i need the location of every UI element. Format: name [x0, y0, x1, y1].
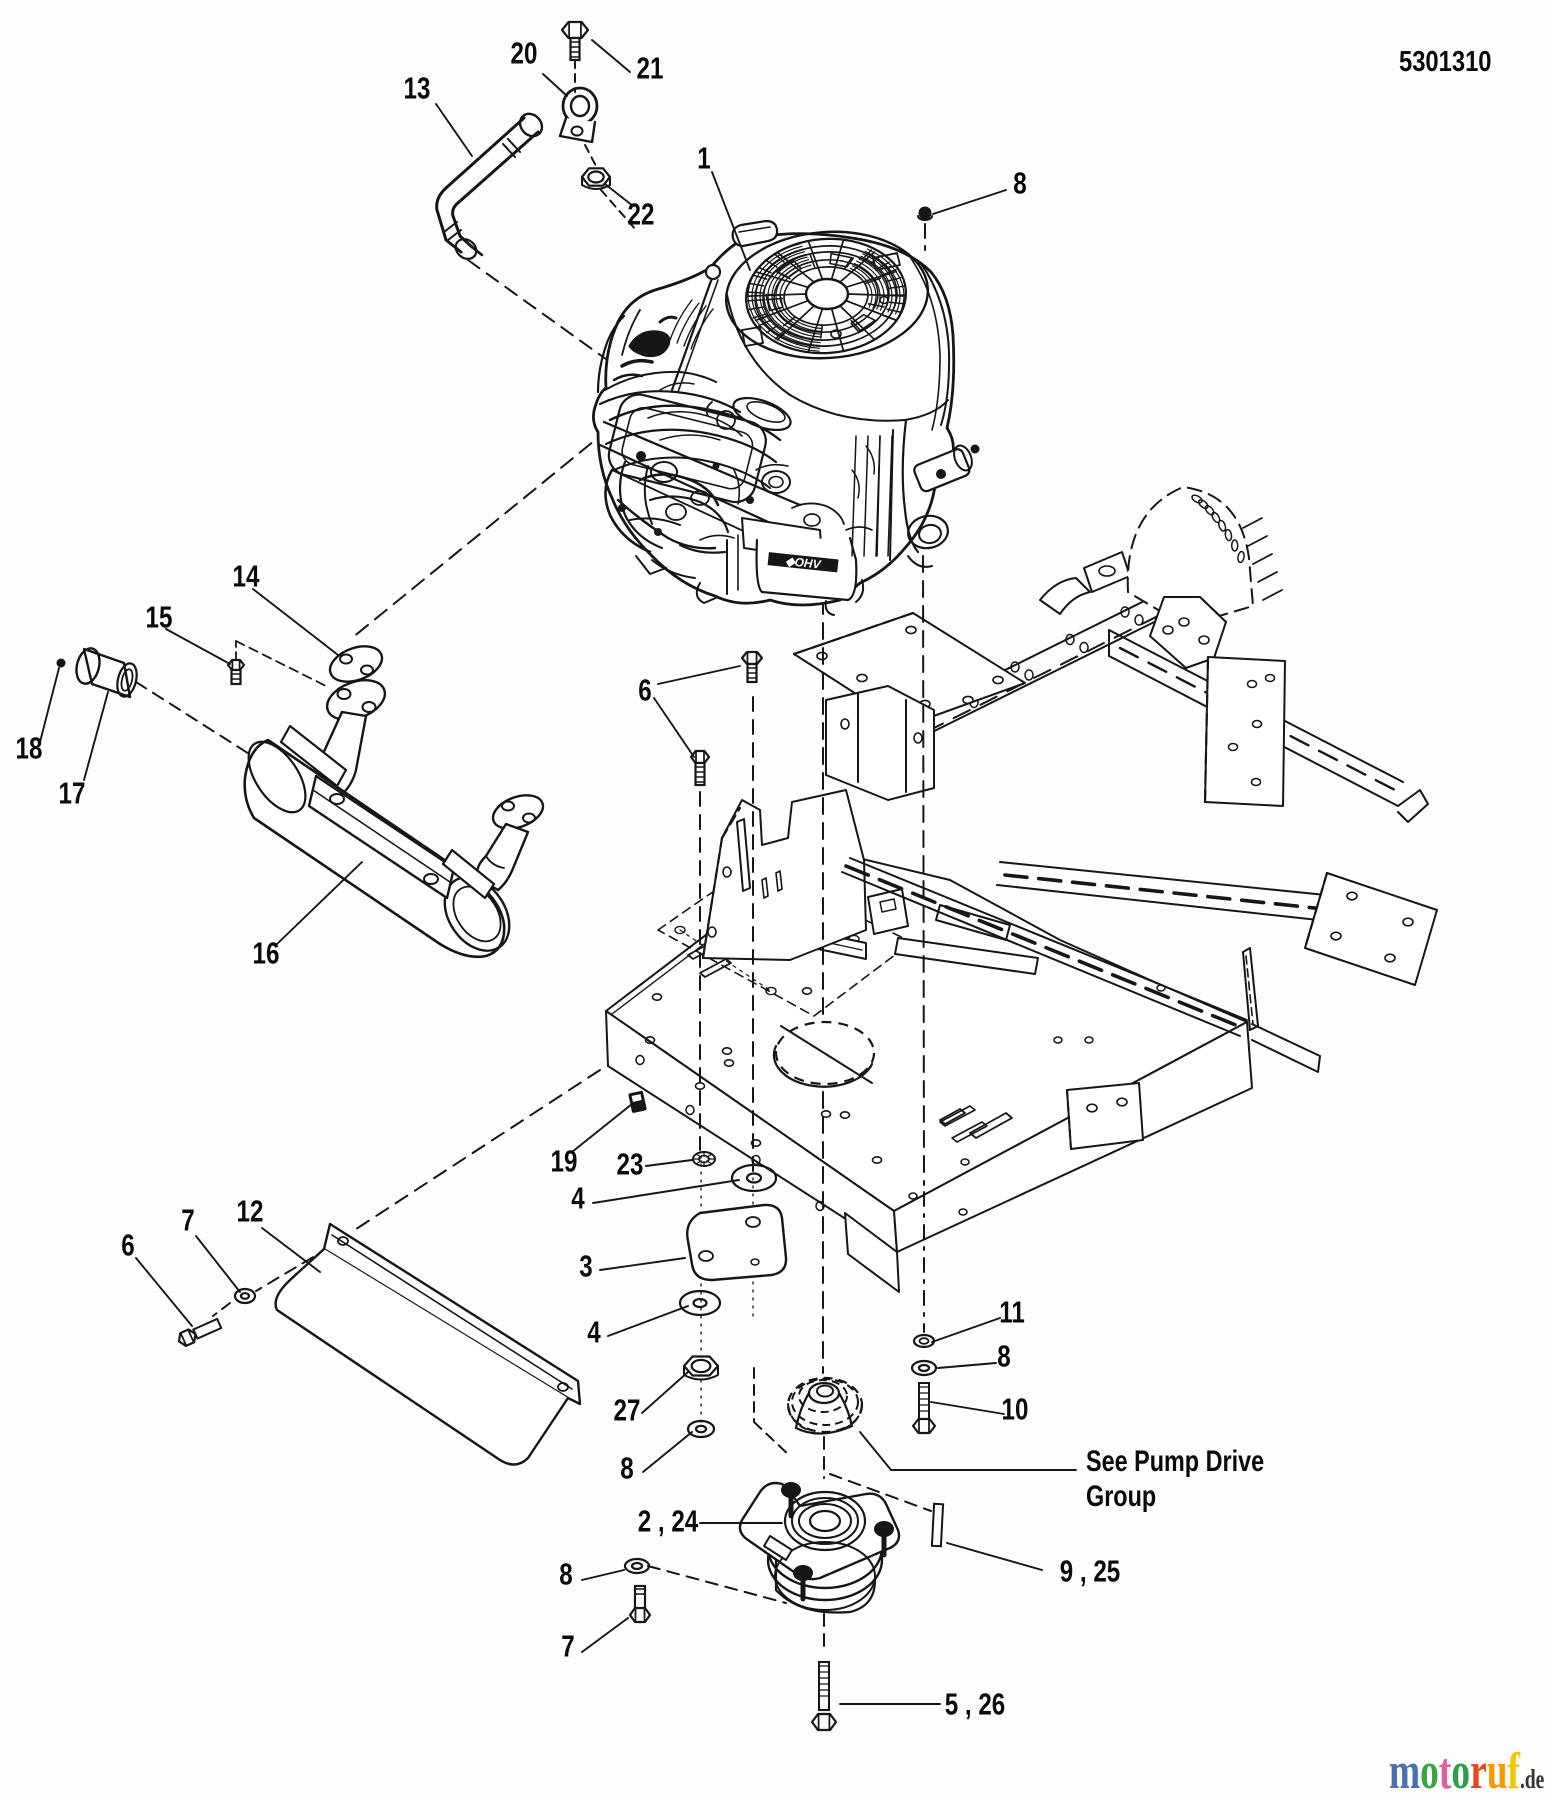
svg-text:12: 12: [237, 1194, 264, 1229]
svg-text:1: 1: [697, 141, 710, 176]
svg-text:Group: Group: [1086, 1479, 1156, 1512]
svg-text:4: 4: [587, 1315, 601, 1350]
svg-text:5 , 26: 5 , 26: [945, 1687, 1005, 1722]
svg-text:3: 3: [579, 1249, 592, 1284]
svg-text:22: 22: [628, 197, 655, 232]
svg-text:See Pump Drive: See Pump Drive: [1086, 1444, 1264, 1477]
svg-text:5301310: 5301310: [1399, 45, 1492, 78]
svg-text:11: 11: [999, 1295, 1025, 1330]
svg-text:27: 27: [614, 1393, 641, 1428]
svg-text:8: 8: [1013, 166, 1026, 201]
svg-text:17: 17: [59, 776, 86, 811]
svg-text:20: 20: [511, 36, 538, 71]
svg-text:6: 6: [638, 673, 651, 708]
svg-text:23: 23: [617, 1147, 644, 1182]
svg-text:21: 21: [637, 51, 664, 86]
svg-text:16: 16: [253, 936, 280, 971]
svg-text:◆OHV: ◆OHV: [785, 554, 822, 572]
svg-text:8: 8: [559, 1557, 572, 1592]
svg-text:7: 7: [561, 1629, 574, 1664]
svg-text:4: 4: [571, 1181, 585, 1216]
svg-text:14: 14: [233, 559, 260, 594]
svg-text:15: 15: [146, 600, 173, 635]
svg-text:13: 13: [404, 71, 431, 106]
svg-text:19: 19: [551, 1144, 578, 1179]
svg-text:6: 6: [121, 1228, 134, 1263]
svg-text:7: 7: [181, 1203, 194, 1238]
svg-text:2 , 24: 2 , 24: [638, 1504, 699, 1539]
svg-text:9 , 25: 9 , 25: [1060, 1554, 1120, 1589]
svg-text:10: 10: [1002, 1392, 1029, 1427]
svg-text:8: 8: [997, 1339, 1010, 1374]
svg-text:8: 8: [620, 1451, 633, 1486]
svg-text:motoruf.de: motoruf.de: [1389, 1742, 1544, 1799]
svg-text:18: 18: [16, 731, 43, 766]
